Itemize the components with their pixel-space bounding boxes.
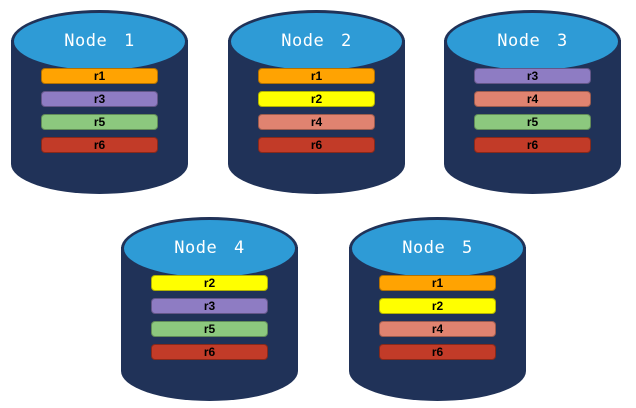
replica-bar-r4: r4 bbox=[474, 91, 591, 107]
replica-bar-r5: r5 bbox=[474, 114, 591, 130]
cylinder-top-ellipse: Node 2 bbox=[228, 10, 405, 73]
replica-bar-r6: r6 bbox=[41, 137, 158, 153]
node-cylinder-1: Node 1 r1 r3 r5 r6 bbox=[11, 10, 188, 194]
replica-bars: r1 r2 r4 r6 bbox=[349, 275, 526, 360]
replica-bar-r1: r1 bbox=[41, 68, 158, 84]
cylinder-top-ellipse: Node 3 bbox=[444, 10, 621, 73]
replica-bar-r6: r6 bbox=[258, 137, 375, 153]
replica-bar-r1: r1 bbox=[258, 68, 375, 84]
replica-bars: r3 r4 r5 r6 bbox=[444, 68, 621, 153]
replica-bars: r1 r3 r5 r6 bbox=[11, 68, 188, 153]
node-label: Node 3 bbox=[497, 30, 568, 51]
replica-bar-r2: r2 bbox=[151, 275, 268, 291]
node-label: Node 5 bbox=[402, 237, 473, 258]
cylinder-top-ellipse: Node 5 bbox=[349, 217, 526, 280]
node-cylinder-4: Node 4 r2 r3 r5 r6 bbox=[121, 217, 298, 401]
node-cylinder-2: Node 2 r1 r2 r4 r6 bbox=[228, 10, 405, 194]
replica-bar-r4: r4 bbox=[258, 114, 375, 130]
replica-bar-r6: r6 bbox=[379, 344, 496, 360]
replica-bar-r3: r3 bbox=[474, 68, 591, 84]
node-label: Node 1 bbox=[64, 30, 135, 51]
replica-bar-r3: r3 bbox=[41, 91, 158, 107]
replica-bars: r1 r2 r4 r6 bbox=[228, 68, 405, 153]
replica-bar-r2: r2 bbox=[258, 91, 375, 107]
replica-bar-r1: r1 bbox=[379, 275, 496, 291]
replica-bar-r5: r5 bbox=[151, 321, 268, 337]
cylinder-top-ellipse: Node 4 bbox=[121, 217, 298, 280]
replica-bar-r6: r6 bbox=[474, 137, 591, 153]
replica-bars: r2 r3 r5 r6 bbox=[121, 275, 298, 360]
node-cylinder-3: Node 3 r3 r4 r5 r6 bbox=[444, 10, 621, 194]
node-label: Node 2 bbox=[281, 30, 352, 51]
replica-bar-r5: r5 bbox=[41, 114, 158, 130]
replica-bar-r2: r2 bbox=[379, 298, 496, 314]
replica-bar-r4: r4 bbox=[379, 321, 496, 337]
replica-bar-r6: r6 bbox=[151, 344, 268, 360]
cylinder-top-ellipse: Node 1 bbox=[11, 10, 188, 73]
replica-bar-r3: r3 bbox=[151, 298, 268, 314]
node-cylinder-5: Node 5 r1 r2 r4 r6 bbox=[349, 217, 526, 401]
node-label: Node 4 bbox=[174, 237, 245, 258]
